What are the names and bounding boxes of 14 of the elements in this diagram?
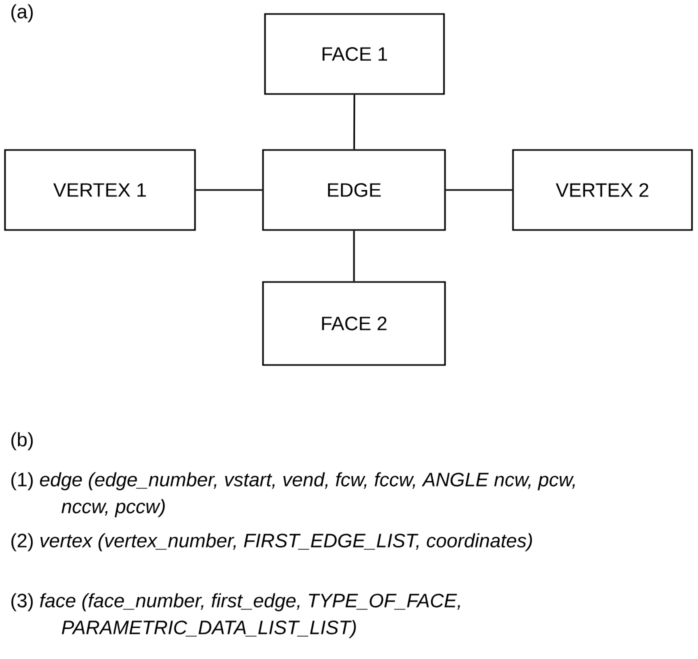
box: FACE 1 xyxy=(264,13,445,95)
connector-line xyxy=(196,189,262,191)
panel-label: (b) xyxy=(11,432,33,450)
box: VERTEX 2 xyxy=(512,149,693,231)
list-item: (1) edge (edge_number, vstart, vend, fcw, fccw, ANGLE ncw, pcw, nccw, pccw) xyxy=(11,472,575,518)
connector-line xyxy=(353,230,355,282)
connector-line xyxy=(353,94,356,150)
box: FACE 2 xyxy=(262,281,446,366)
list-item: (2) vertex (vertex_number, FIRST_EDGE_LIST, coordinates) xyxy=(11,533,532,552)
connector-line xyxy=(446,189,512,191)
box: VERTEX 1 xyxy=(4,149,196,231)
box: EDGE xyxy=(262,149,446,231)
list-item: (3) face (face_number, first_edge, TYPE_OF_FACE, PARAMETRIC_DATA_LIST_LIST) xyxy=(11,593,460,638)
panel-label: (a) xyxy=(11,4,33,22)
